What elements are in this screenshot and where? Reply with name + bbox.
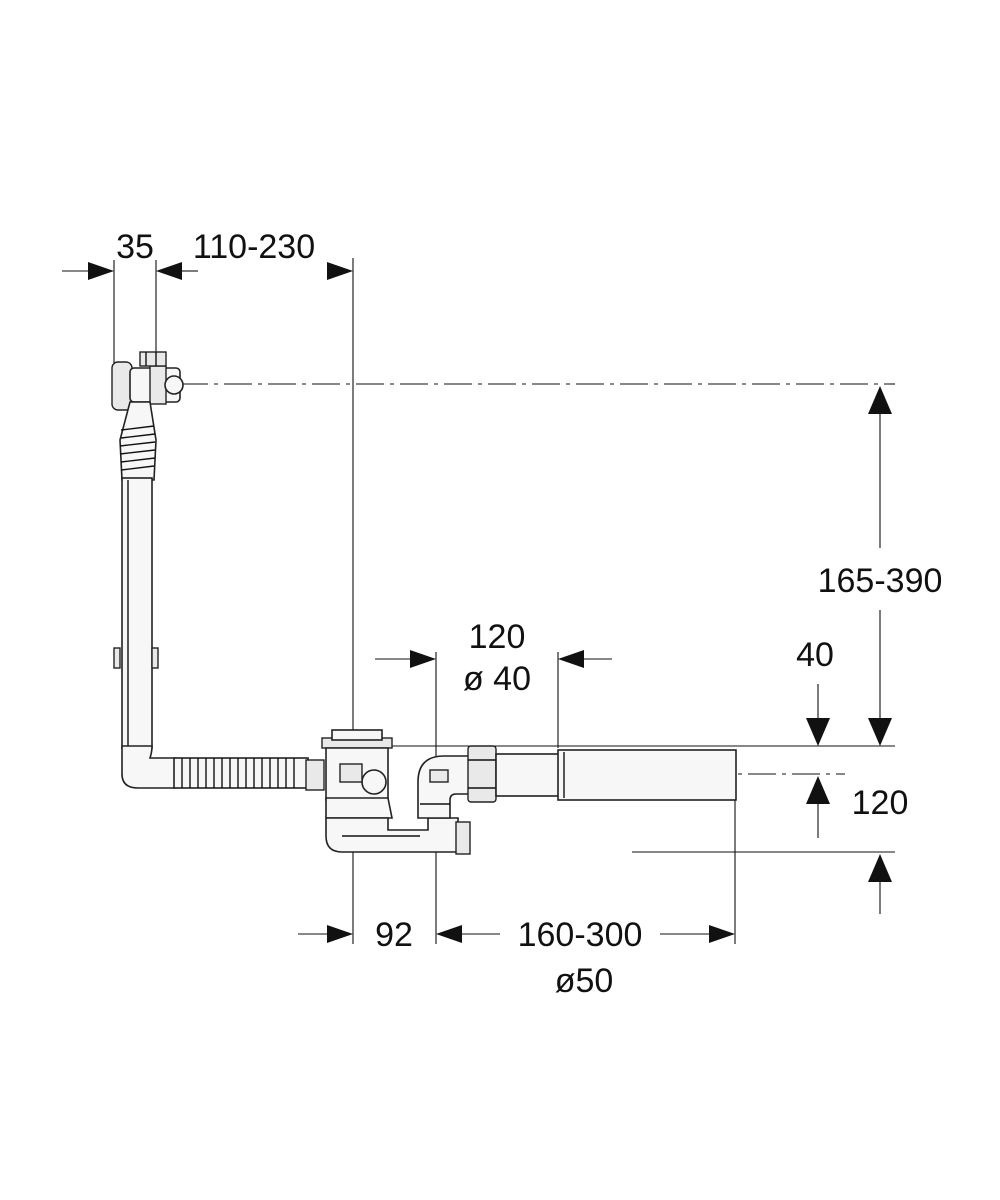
dimension-labels: 35 110-230 165-390 120 ø 40 40 120 92 16… (116, 228, 942, 1000)
dim-92: 92 (375, 916, 413, 954)
outlet-pipe (467, 745, 737, 803)
dim-120-right: 120 (852, 784, 909, 822)
overflow-flex-elbow (119, 401, 157, 481)
trap-riser (417, 755, 471, 819)
dim-165-390: 165-390 (818, 562, 943, 600)
trap (325, 817, 471, 855)
dim-40: 40 (796, 636, 834, 674)
dim-35: 35 (116, 228, 154, 266)
drain-body (321, 729, 393, 819)
dim-diameter-50: ø50 (555, 962, 614, 1000)
arrowheads (62, 262, 892, 943)
dim-120-top: 120 (469, 618, 526, 656)
extension-lines (113, 258, 895, 944)
dim-diameter-40: ø 40 (463, 660, 531, 698)
overflow-head (111, 351, 184, 411)
bath-waste-assembly (111, 351, 737, 855)
dim-160-300: 160-300 (518, 916, 643, 954)
dim-110-230: 110-230 (193, 228, 315, 266)
overflow-pipe (113, 477, 159, 749)
flexible-hose (121, 745, 325, 791)
